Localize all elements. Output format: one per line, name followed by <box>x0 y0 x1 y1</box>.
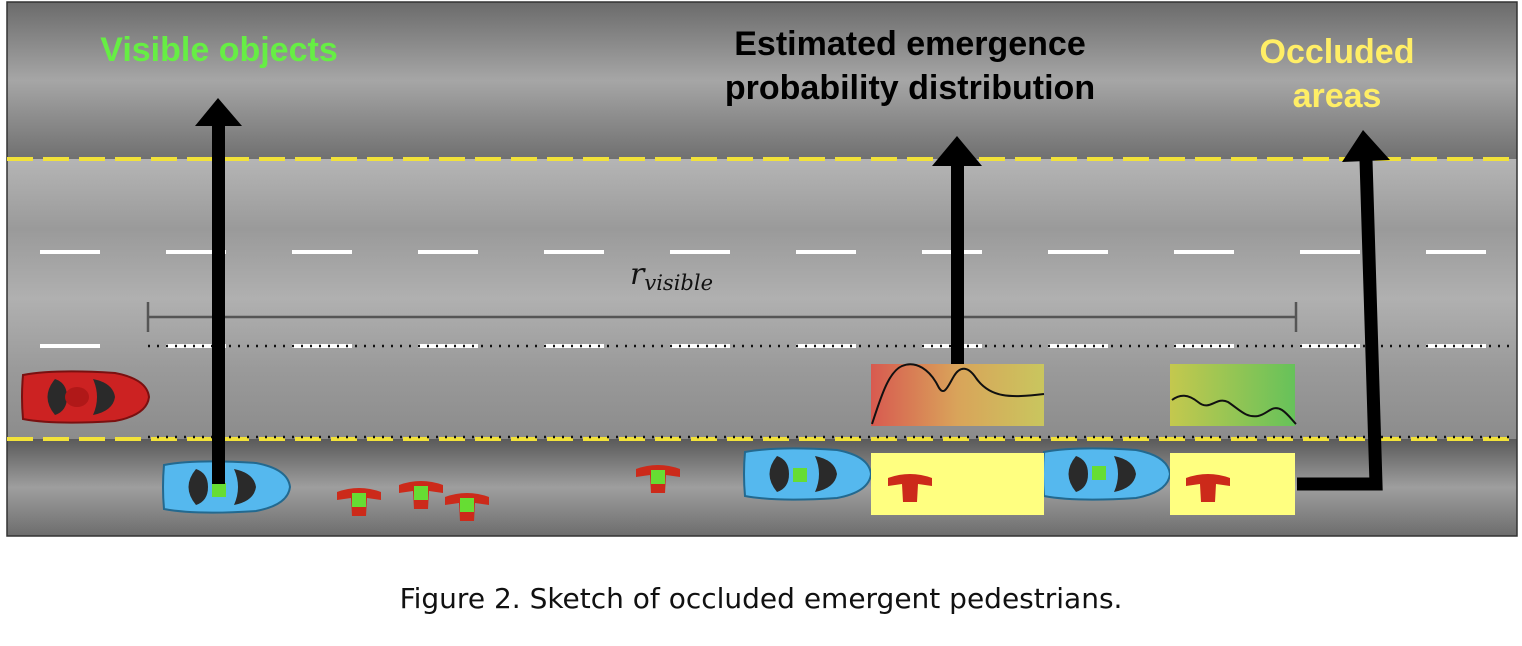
probability-curve-2 <box>1171 394 1297 425</box>
observed-car-1 <box>162 460 292 514</box>
observed-car-2 <box>743 447 873 501</box>
scene-border <box>6 1 1518 537</box>
detection-marker-car-3 <box>1092 466 1106 480</box>
estimated-distribution-label-line1: Estimated emergence <box>734 25 1086 63</box>
detection-marker-ped-2 <box>414 486 428 500</box>
occluded-areas-label-line2: areas <box>1293 77 1382 115</box>
visible-range-bracket <box>146 302 1298 332</box>
visible-objects-label: Visible objects <box>100 31 337 69</box>
detection-marker-car-2 <box>793 468 807 482</box>
detection-marker-ped-1 <box>352 493 366 507</box>
occluded-pedestrian-1 <box>888 474 932 502</box>
detection-marker-ped-4 <box>651 470 665 484</box>
occluded-areas-arrow <box>1297 130 1390 491</box>
detection-marker-car-1 <box>212 483 226 497</box>
probability-panel-2 <box>1170 364 1295 426</box>
observed-car-3 <box>1042 447 1172 501</box>
occluded-areas-label-line1: Occluded <box>1260 33 1415 71</box>
ego-car <box>21 370 151 424</box>
figure-caption: Figure 2. Sketch of occluded emergent pe… <box>399 582 1123 615</box>
upper-sidewalk <box>7 2 1517 159</box>
visible-objects-arrow <box>195 98 242 484</box>
occluded-pedestrian-2 <box>1186 474 1230 502</box>
estimated-distribution-label-line2: probability distribution <box>725 69 1095 107</box>
probability-curve-1 <box>871 363 1045 425</box>
detection-marker-ped-3 <box>460 498 474 512</box>
r-visible-label: rvisible <box>630 257 713 295</box>
estimated-distribution-arrow <box>932 136 982 364</box>
